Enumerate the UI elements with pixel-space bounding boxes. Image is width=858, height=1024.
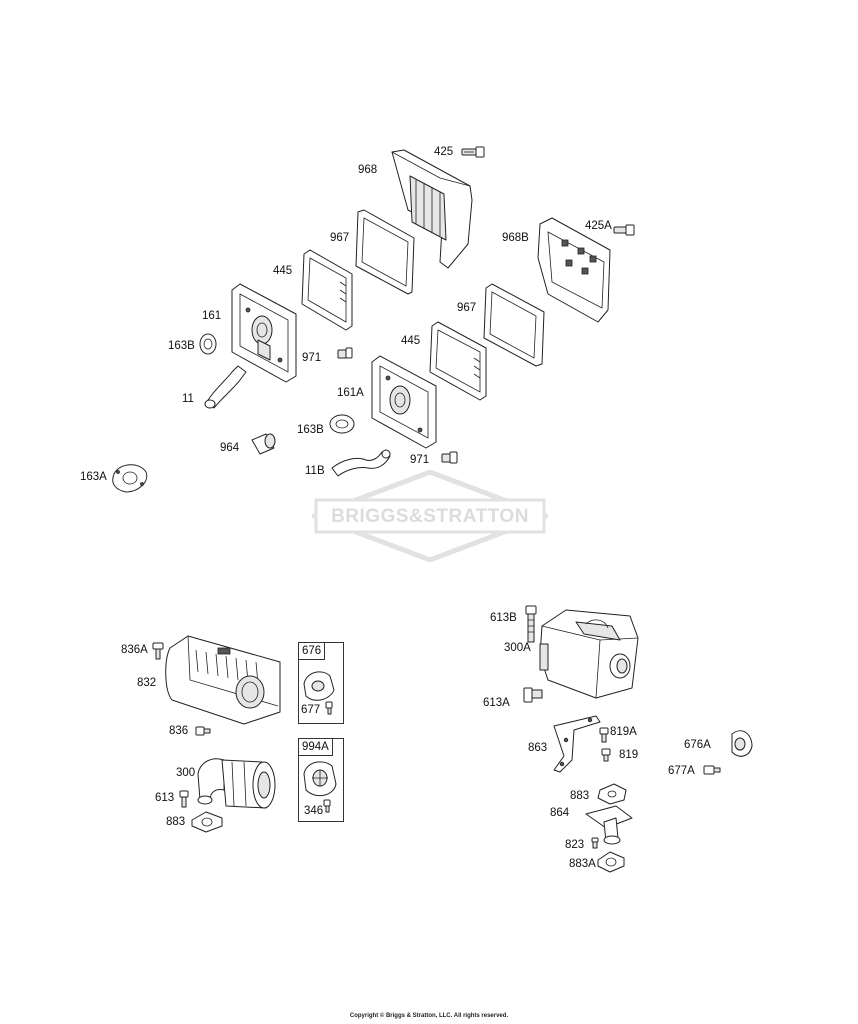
part-883A-gasket <box>597 851 625 873</box>
part-label-11: 11 <box>182 393 194 405</box>
part-label-967-lower: 967 <box>457 302 477 314</box>
part-label-964: 964 <box>220 442 240 454</box>
part-label-445-upper: 445 <box>273 265 293 277</box>
part-label-676A: 676A <box>684 739 711 751</box>
part-300-muffler <box>197 758 276 809</box>
kit-title-994A: 994A <box>299 739 333 756</box>
part-964-sleeve <box>251 433 276 455</box>
part-label-883A: 883A <box>569 858 596 870</box>
part-967-filter-lower <box>483 283 545 367</box>
part-label-864: 864 <box>550 807 570 819</box>
part-161-base <box>231 283 297 383</box>
part-968-cover <box>391 149 473 269</box>
part-label-971-upper: 971 <box>302 352 322 364</box>
kit-box-676: 676 <box>298 642 344 724</box>
part-300A-muffler <box>539 609 639 699</box>
part-836A-bolt <box>152 642 164 660</box>
part-613-screw <box>179 790 189 808</box>
part-445-precleaner-lower <box>429 321 487 401</box>
part-823-screw <box>591 837 599 849</box>
part-label-11B: 11B <box>305 465 325 477</box>
part-445-precleaner-upper <box>301 249 353 331</box>
part-819A-screw <box>599 727 609 743</box>
part-label-163B-upper: 163B <box>168 340 195 352</box>
part-161A-base <box>371 355 437 449</box>
part-label-300A: 300A <box>504 642 531 654</box>
part-label-836A: 836A <box>121 644 148 656</box>
part-label-832: 832 <box>137 677 157 689</box>
part-613A-screw <box>523 687 543 703</box>
part-label-613: 613 <box>155 792 175 804</box>
part-label-968B: 968B <box>502 232 529 244</box>
part-676-deflector <box>303 671 335 715</box>
part-11-tube <box>204 365 247 409</box>
part-425-bolt <box>461 146 485 158</box>
part-971-screw-lower <box>441 451 458 464</box>
part-label-613A: 613A <box>483 697 510 709</box>
part-863-bracket <box>553 715 601 773</box>
part-label-425: 425 <box>434 146 454 158</box>
part-836-screw <box>195 726 211 736</box>
part-163A-gasket <box>112 464 148 493</box>
part-613B-bolt <box>525 605 537 643</box>
part-label-836: 836 <box>169 725 189 737</box>
part-864-pipe <box>585 805 633 845</box>
part-968B-cover <box>537 217 611 323</box>
part-425A-bolt <box>613 224 635 236</box>
part-883-gasket-right <box>597 783 627 805</box>
part-label-967-upper: 967 <box>330 232 350 244</box>
part-label-445-lower: 445 <box>401 335 421 347</box>
part-label-883-right: 883 <box>570 790 590 802</box>
part-967-filter-upper <box>355 209 415 295</box>
part-label-346: 346 <box>304 805 324 817</box>
briggs-stratton-watermark: BRIGGS&STRATTON <box>312 470 548 562</box>
part-676A-deflector <box>731 730 753 757</box>
part-994A-kit-part <box>303 761 337 813</box>
part-677A-screw <box>703 765 721 775</box>
part-163B-gasket-upper <box>199 333 217 355</box>
part-label-971-lower: 971 <box>410 454 430 466</box>
part-label-677: 677 <box>301 704 321 716</box>
part-883-gasket-left <box>191 811 223 833</box>
part-11B-tube <box>331 449 391 477</box>
part-label-163B-lower: 163B <box>297 424 324 436</box>
part-label-968: 968 <box>358 164 378 176</box>
part-label-819A: 819A <box>610 726 637 738</box>
watermark-text: BRIGGS&STRATTON <box>331 506 529 527</box>
part-label-613B: 613B <box>490 612 517 624</box>
part-label-677A: 677A <box>668 765 695 777</box>
part-label-819: 819 <box>619 749 639 761</box>
kit-box-994A: 994A <box>298 738 344 822</box>
part-819-screw <box>601 748 611 762</box>
part-163B-gasket-lower <box>329 414 355 434</box>
kit-title-676: 676 <box>299 643 326 660</box>
part-label-863: 863 <box>528 742 548 754</box>
part-832-guard <box>165 635 281 725</box>
part-label-823: 823 <box>565 839 585 851</box>
copyright-footer: Copyright © Briggs & Stratton, LLC. All … <box>349 1013 509 1019</box>
watermark-diamond-icon <box>312 470 548 562</box>
part-label-161: 161 <box>202 310 222 322</box>
part-label-300: 300 <box>176 767 196 779</box>
part-971-screw-upper <box>337 347 353 359</box>
part-label-425A: 425A <box>585 220 612 232</box>
part-label-883-left: 883 <box>166 816 186 828</box>
part-label-161A: 161A <box>337 387 364 399</box>
part-label-163A: 163A <box>80 471 107 483</box>
